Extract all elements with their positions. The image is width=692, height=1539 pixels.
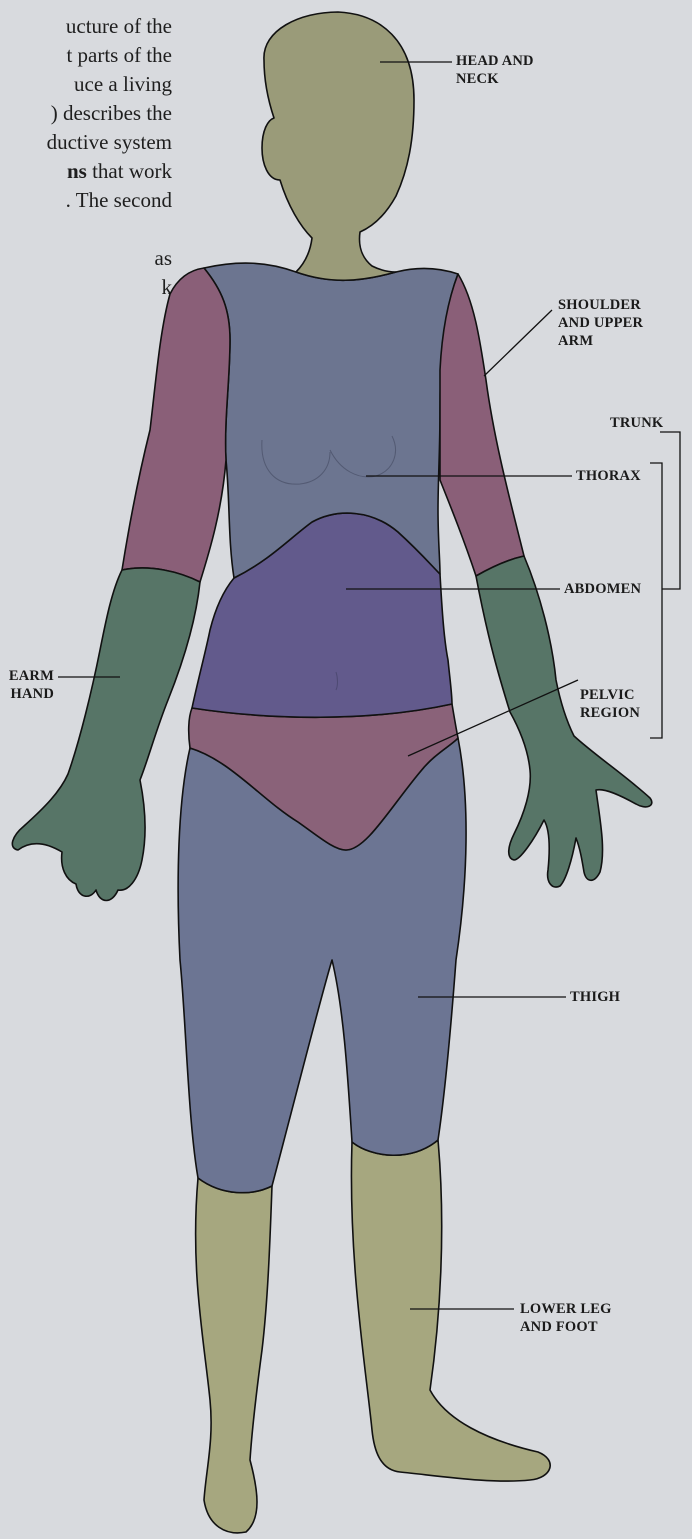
label-line: HEAD AND bbox=[456, 52, 534, 70]
label-line: PELVIC bbox=[580, 686, 640, 704]
label-shoulder-and-upper-arm: SHOULDER AND UPPER ARM bbox=[558, 296, 643, 350]
label-line: EARM bbox=[0, 667, 54, 685]
label-line: SHOULDER bbox=[558, 296, 643, 314]
label-abdomen: ABDOMEN bbox=[564, 580, 641, 598]
label-line: ARM bbox=[558, 332, 643, 350]
label-line: REGION bbox=[580, 704, 640, 722]
lower-leg-left-region bbox=[196, 1178, 272, 1533]
label-thigh: THIGH bbox=[570, 988, 620, 1006]
head-and-neck-region bbox=[262, 12, 414, 280]
trunk-bracket-inner bbox=[650, 463, 662, 738]
label-line: NECK bbox=[456, 70, 534, 88]
label-line: AND UPPER bbox=[558, 314, 643, 332]
label-line: LOWER LEG bbox=[520, 1300, 612, 1318]
upper-arm-left-region bbox=[122, 268, 230, 582]
forearm-left-region bbox=[12, 568, 200, 901]
label-lower-leg-and-foot: LOWER LEG AND FOOT bbox=[520, 1300, 612, 1336]
label-trunk: TRUNK bbox=[610, 414, 663, 432]
leader-line-shoulder bbox=[484, 310, 552, 376]
label-thorax: THORAX bbox=[576, 467, 641, 485]
label-line: HAND bbox=[0, 685, 54, 703]
label-pelvic-region: PELVIC REGION bbox=[580, 686, 640, 722]
label-forearm-and-hand: EARM HAND bbox=[0, 667, 54, 703]
trunk-bracket-outer bbox=[660, 432, 680, 589]
upper-arm-right-region bbox=[440, 274, 524, 576]
label-line: AND FOOT bbox=[520, 1318, 612, 1336]
label-head-and-neck: HEAD AND NECK bbox=[456, 52, 534, 88]
